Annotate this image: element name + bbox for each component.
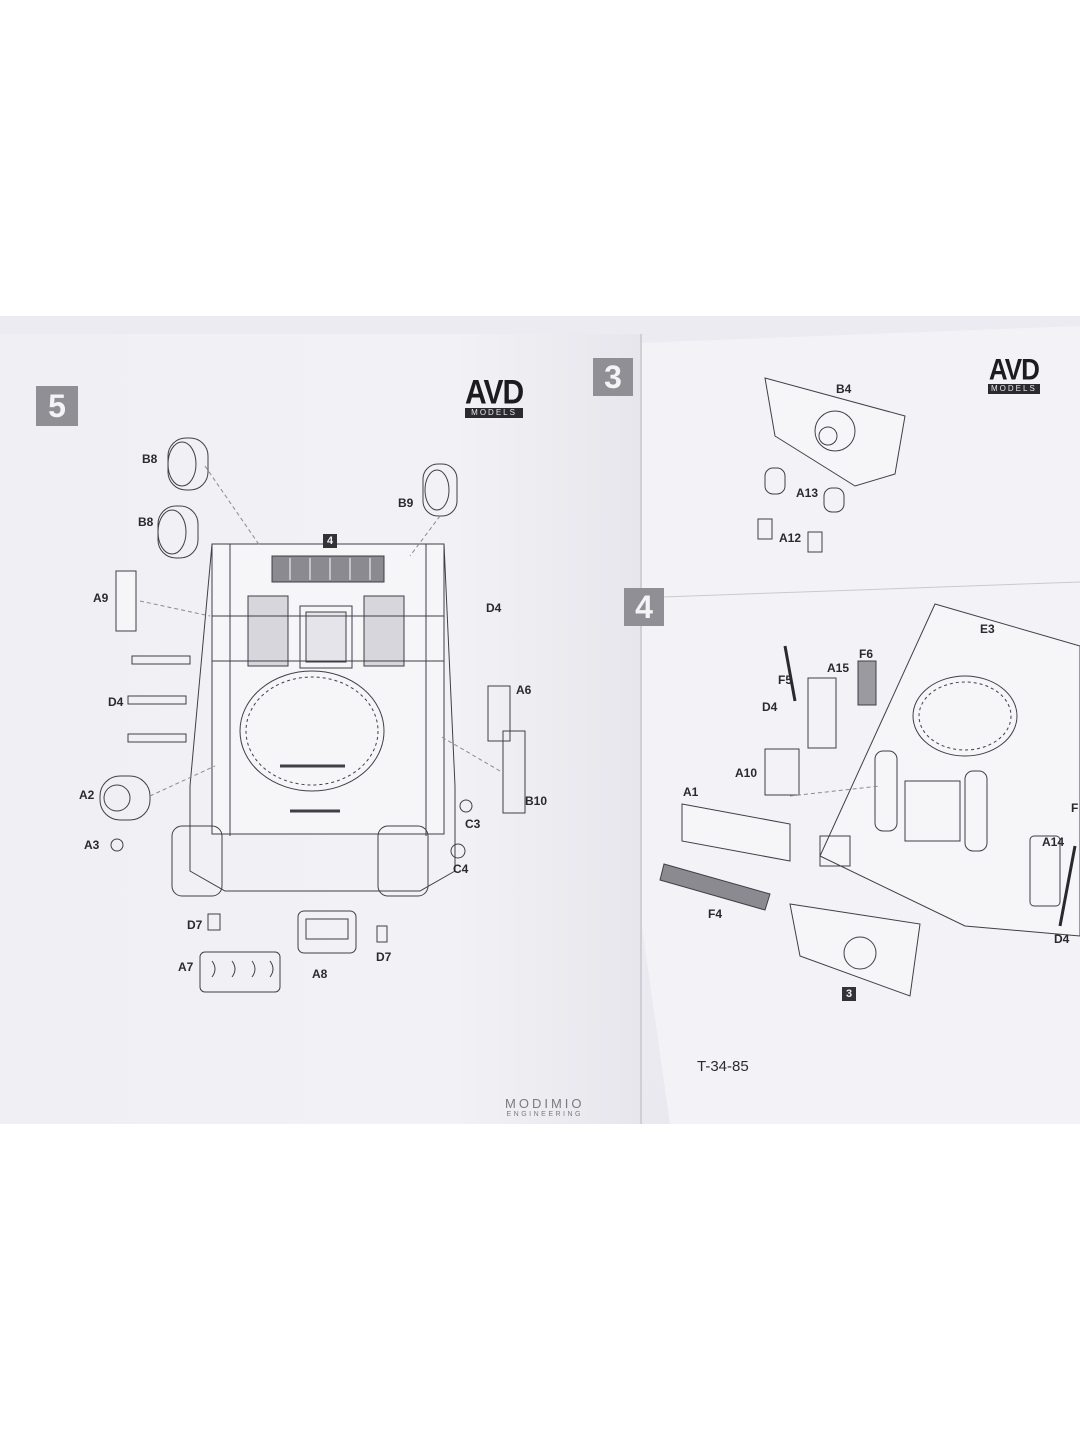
step-4-badge: 4 — [624, 588, 664, 626]
part-label: A10 — [735, 766, 758, 780]
part-label: F6 — [859, 647, 874, 661]
step-5-badge: 5 — [36, 386, 78, 426]
modimio-engineering-logo: MODIMIO ENGINEERING — [505, 1096, 585, 1118]
assembly-ref: 4 — [323, 534, 337, 548]
hull-isometric-drawing — [659, 603, 1080, 997]
right-page-background — [560, 326, 1080, 1124]
part-label: D7 — [187, 918, 203, 932]
footer-line1: MODIMIO — [505, 1096, 585, 1111]
footer-line2: ENGINEERING — [506, 1111, 583, 1118]
part-label: B8 — [142, 452, 158, 466]
hull-assembly-drawings — [99, 377, 1080, 997]
part-label: B8 — [138, 515, 154, 529]
part-label: D4 — [762, 700, 778, 714]
part-label: D4 — [1054, 932, 1070, 946]
part-label: B4 — [836, 382, 852, 396]
part-label: A14 — [1042, 835, 1065, 849]
step-3-badge: 3 — [593, 358, 633, 396]
assembly-ref: 3 — [842, 987, 856, 1001]
part-label: E3 — [980, 622, 995, 636]
part-label: C4 — [453, 862, 469, 876]
brand-sub: MODELS — [465, 408, 524, 418]
part-label: A15 — [827, 661, 850, 675]
brand-name: AVD — [988, 351, 1040, 387]
part-label: F5 — [778, 673, 793, 687]
left-page-edge — [640, 334, 642, 1124]
brand-name: AVD — [465, 373, 524, 412]
part-label: B10 — [525, 794, 548, 808]
part-label: A2 — [79, 788, 95, 802]
model-name: T-34-85 — [697, 1058, 749, 1075]
part-label: A3 — [84, 838, 100, 852]
part-label: C3 — [465, 817, 481, 831]
exploded-parts-left — [99, 437, 526, 993]
part-label: B9 — [398, 496, 414, 510]
part-label: D4 — [486, 601, 502, 615]
part-label: A1 — [683, 785, 699, 799]
part-label: F — [1071, 801, 1079, 815]
part-label: A8 — [312, 967, 328, 981]
part-label: A9 — [93, 591, 109, 605]
instruction-booklet-photo: 5 AVD MODELS 3 4 AVD MODELS 4 B8 B8 B9 A… — [0, 316, 1080, 1124]
brand-sub: MODELS — [988, 384, 1040, 394]
part-label: D7 — [376, 950, 392, 964]
right-page — [560, 326, 1080, 1124]
part-label: A7 — [178, 960, 194, 974]
avd-models-logo-left: AVD MODELS — [465, 373, 524, 418]
part-label: A6 — [516, 683, 532, 697]
part-label: A12 — [779, 531, 802, 545]
part-label: F4 — [708, 907, 723, 921]
hull-outline — [171, 543, 456, 897]
part-label: A13 — [796, 486, 819, 500]
part-label: D4 — [108, 695, 124, 709]
rear-plate-drawing — [757, 377, 906, 553]
avd-models-logo-right: AVD MODELS — [988, 351, 1040, 394]
